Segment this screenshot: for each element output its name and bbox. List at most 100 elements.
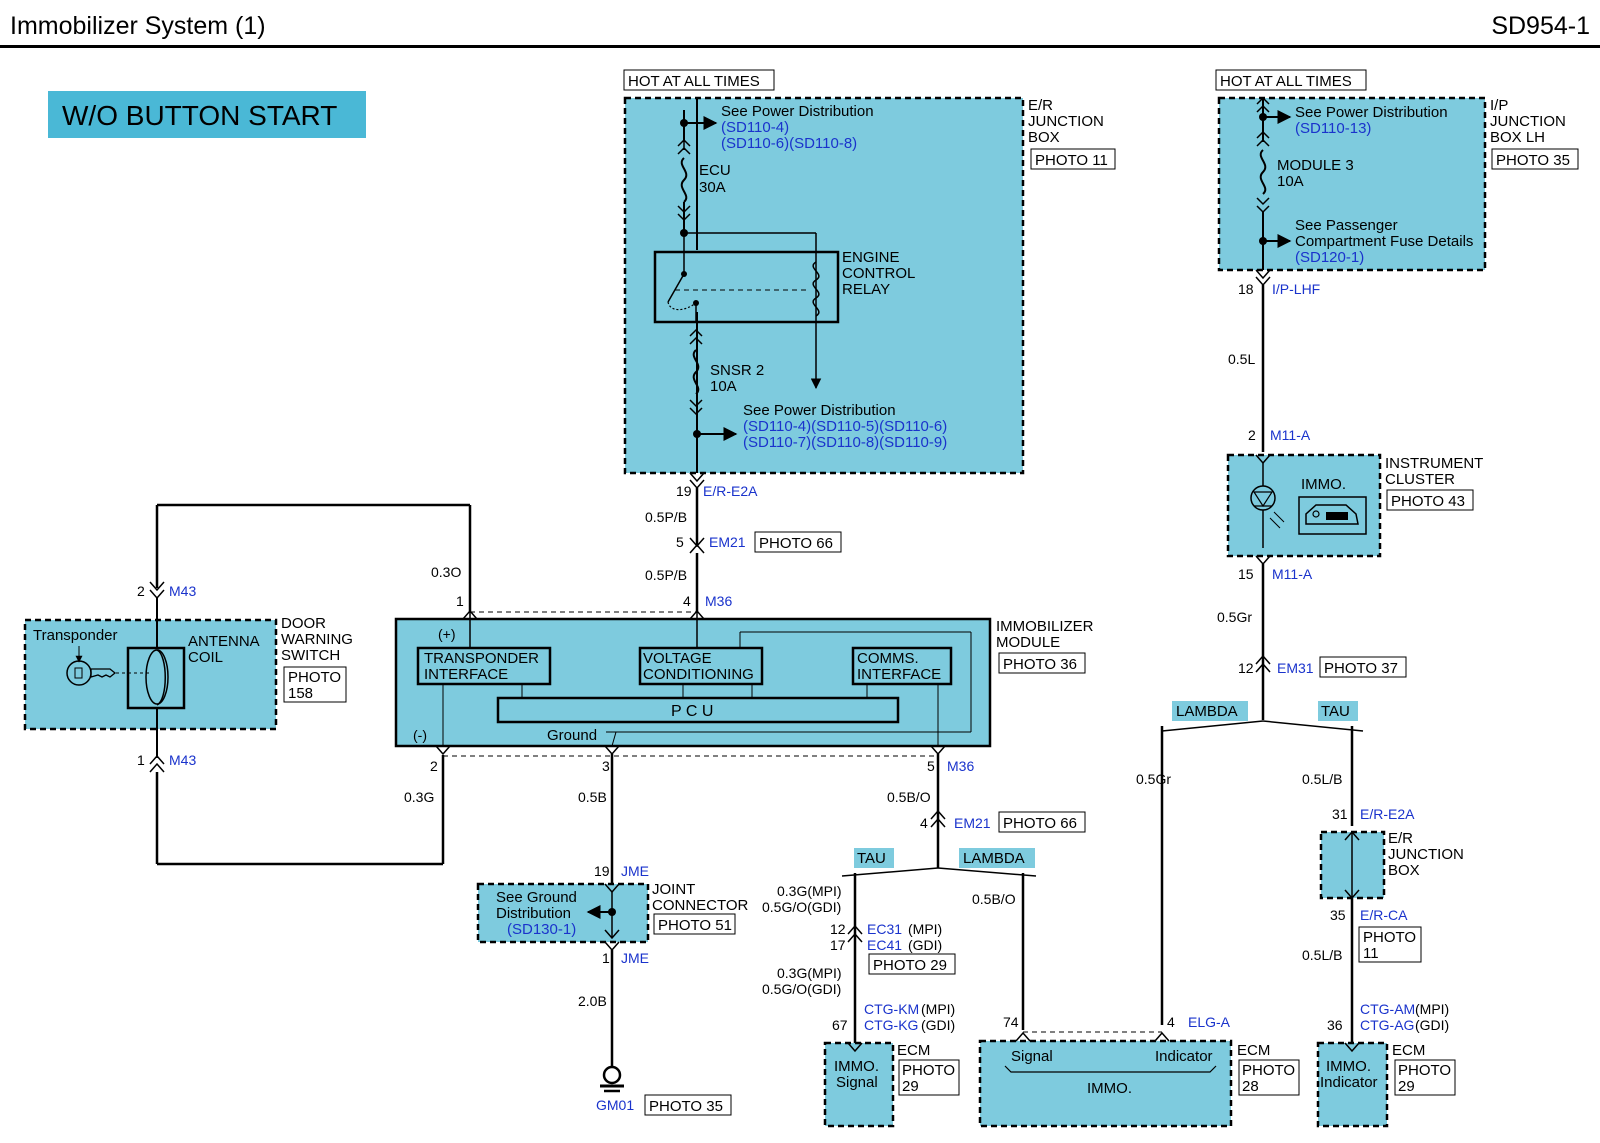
photo11-label[interactable]: PHOTO 11 [1035, 152, 1108, 169]
ref-sd130-1[interactable]: (SD130-1) [507, 921, 576, 938]
module3-fuse-icon [1259, 149, 1267, 195]
ecu-fuse-icon [680, 157, 688, 203]
relay-label-3: RELAY [842, 281, 890, 298]
pcu-label: P C U [671, 703, 713, 720]
ref-sd110-group-a[interactable]: (SD110-4)(SD110-5)(SD110-6) [743, 418, 947, 435]
er-junction-box [623, 96, 1025, 475]
conn-m43-a[interactable]: M43 [169, 583, 196, 599]
conn-er-e2a-2[interactable]: E/R-E2A [1360, 806, 1415, 822]
hot-label-1 [623, 69, 775, 91]
conn-m11a-2[interactable]: M11-A [1272, 566, 1313, 582]
photo29-right-1[interactable]: PHOTO [1398, 1062, 1451, 1079]
conn-ec41[interactable]: EC41 [867, 937, 902, 953]
transponder-label: Transponder [33, 627, 118, 644]
conn-em31[interactable]: EM31 [1277, 660, 1314, 676]
tau-tag-left-text: TAU [857, 850, 886, 867]
photo66-label[interactable]: PHOTO 66 [759, 535, 833, 552]
photo11b-label-1[interactable]: PHOTO [1363, 929, 1416, 946]
wire-05b: 0.5B [578, 789, 607, 805]
conn-ctg-km[interactable]: CTG-KM [864, 1001, 919, 1017]
ground-label: Ground [547, 727, 597, 744]
pin-4-m36: 4 [683, 593, 691, 609]
conn-jme-1[interactable]: JME [621, 863, 649, 879]
conn-jme-2[interactable]: JME [621, 950, 649, 966]
ref-sd110-group-b[interactable]: (SD110-7)(SD110-8)(SD110-9) [743, 434, 947, 451]
pin-5-em21: 5 [676, 534, 684, 550]
pin-2-m11a: 2 [1248, 427, 1256, 443]
ctg-am-mpi: (MPI) [1415, 1001, 1449, 1017]
ground-gm01[interactable]: GM01 [596, 1097, 634, 1113]
see-ground-1: See Ground [496, 889, 577, 906]
photo29b-2[interactable]: 29 [902, 1078, 919, 1095]
ecm-label-mid: ECM [1237, 1042, 1270, 1059]
ref-sd110-4[interactable]: (SD110-4) [721, 119, 789, 136]
conn-em21-b[interactable]: EM21 [954, 815, 991, 831]
immo-indicator-label-1: IMMO. [1326, 1058, 1371, 1075]
see-pd-text-2: See Power Distribution [743, 402, 896, 419]
conn-ctg-ag[interactable]: CTG-AG [1360, 1017, 1414, 1033]
module3-fuse-label: MODULE 3 [1277, 157, 1354, 174]
lambda-tag-right-text: LAMBDA [1176, 703, 1238, 720]
relay-label-2: CONTROL [842, 265, 915, 282]
conn-m43-b[interactable]: M43 [169, 752, 196, 768]
pin-1-jme: 1 [602, 950, 610, 966]
see-pd-text-1: See Power Distribution [721, 103, 874, 120]
conn-em21[interactable]: EM21 [709, 534, 746, 550]
vc-label-1: VOLTAGE [643, 650, 712, 667]
ci-label-2: INTERFACE [857, 666, 941, 683]
ref-sd120-1[interactable]: (SD120-1) [1295, 249, 1364, 266]
photo28-1[interactable]: PHOTO [1242, 1062, 1295, 1079]
mode-banner-text: W/O BUTTON START [62, 100, 337, 131]
photo158-label-2[interactable]: 158 [288, 685, 313, 702]
photo11b-label-2[interactable]: 11 [1363, 945, 1379, 962]
ecm-immo-box [978, 1039, 1233, 1128]
conn-ip-lhf[interactable]: I/P-LHF [1272, 281, 1320, 297]
photo36-label[interactable]: PHOTO 36 [1003, 656, 1077, 673]
pin-4-em21: 4 [920, 815, 928, 831]
conn-m36-top[interactable]: M36 [705, 593, 732, 609]
photo35-label[interactable]: PHOTO 35 [1496, 152, 1570, 169]
ip-jb-label-3: BOX LH [1490, 129, 1545, 146]
immobilizer-module-box [394, 617, 992, 748]
conn-ctg-kg[interactable]: CTG-KG [864, 1017, 918, 1033]
tau-tag-right-text: TAU [1321, 703, 1350, 720]
ref-sd110-13[interactable]: (SD110-13) [1295, 120, 1371, 137]
ip-jb-label-2: JUNCTION [1490, 113, 1566, 130]
conn-er-e2a[interactable]: E/R-E2A [703, 483, 758, 499]
snsr2-fuse-rating: 10A [710, 378, 737, 395]
pin-36: 36 [1327, 1017, 1343, 1033]
instrument-cluster-box [1226, 453, 1382, 558]
photo66b-label[interactable]: PHOTO 66 [1003, 815, 1077, 832]
hot-label-1-text: HOT AT ALL TIMES [628, 73, 760, 90]
conn-elg-a[interactable]: ELG-A [1188, 1014, 1231, 1030]
photo43-label[interactable]: PHOTO 43 [1391, 493, 1465, 510]
mode-banner [48, 91, 366, 138]
pin-35: 35 [1330, 907, 1346, 923]
dws-label-2: WARNING [281, 631, 353, 648]
conn-m11a-1[interactable]: M11-A [1270, 427, 1311, 443]
conn-er-ca[interactable]: E/R-CA [1360, 907, 1408, 923]
ecm-immo-indicator-box [1316, 1041, 1389, 1128]
wire-05lb-2: 0.5L/B [1302, 947, 1342, 963]
engine-control-relay [653, 250, 840, 324]
conn-ctg-am[interactable]: CTG-AM [1360, 1001, 1415, 1017]
pcu-block [496, 696, 900, 724]
conn-m36-bottom[interactable]: M36 [947, 758, 974, 774]
vc-label-2: CONDITIONING [643, 666, 754, 683]
photo29b-1[interactable]: PHOTO [902, 1062, 955, 1079]
pin-1-m43: 1 [137, 752, 145, 768]
hot-label-2-text: HOT AT ALL TIMES [1220, 73, 1352, 90]
photo158-label-1[interactable]: PHOTO [288, 669, 341, 686]
photo29-right-2[interactable]: 29 [1398, 1078, 1415, 1095]
photo37-label[interactable]: PHOTO 37 [1324, 660, 1398, 677]
ref-sd110-6-8[interactable]: (SD110-6)(SD110-8) [721, 135, 857, 152]
photo51-label[interactable]: PHOTO 51 [658, 917, 732, 934]
conn-ec31[interactable]: EC31 [867, 921, 902, 937]
er-jb-label-3: BOX [1028, 129, 1060, 146]
minus-label: (-) [413, 727, 427, 743]
snsr2-fuse-label: SNSR 2 [710, 362, 764, 379]
er-jb2-label-2: JUNCTION [1388, 846, 1464, 863]
photo29-label[interactable]: PHOTO 29 [873, 957, 947, 974]
photo28-2[interactable]: 28 [1242, 1078, 1259, 1095]
photo35b-label[interactable]: PHOTO 35 [649, 1098, 723, 1115]
